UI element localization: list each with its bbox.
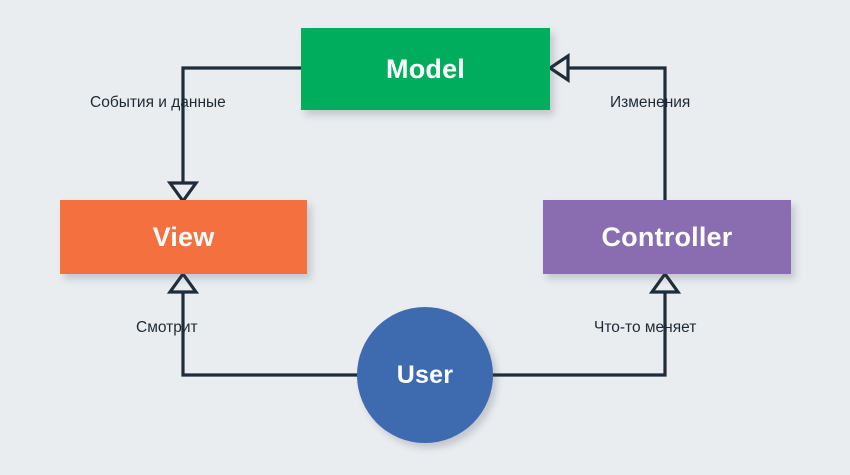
edge-user-to-view-arrowhead (166, 271, 200, 294)
edge-controller-to-model-arrowhead (547, 53, 570, 83)
node-controller[interactable]: Controller (543, 200, 791, 274)
node-view[interactable]: View (60, 200, 307, 274)
edge-user-to-view-line (181, 290, 359, 377)
edge-user-to-controller-arrowhead (648, 271, 682, 294)
node-model-label: Model (386, 53, 465, 84)
edge-label-model-to-view: События и данные (90, 94, 226, 111)
edge-label-user-to-view: Смотрит (136, 319, 198, 336)
node-view-label: View (152, 221, 215, 252)
edge-label-controller-to-model: Изменения (610, 94, 691, 111)
node-user-label: User (396, 360, 454, 389)
edge-model-to-view-arrowhead (166, 181, 200, 204)
node-model[interactable]: Model (301, 28, 550, 110)
node-controller-label: Controller (601, 221, 733, 252)
edge-model-to-view-line (181, 66, 303, 185)
edge-user-to-controller-line (491, 290, 667, 377)
edge-controller-to-model-line (566, 66, 667, 202)
edge-label-user-to-controller: Что-то меняет (594, 319, 697, 336)
node-user[interactable]: User (357, 307, 493, 443)
